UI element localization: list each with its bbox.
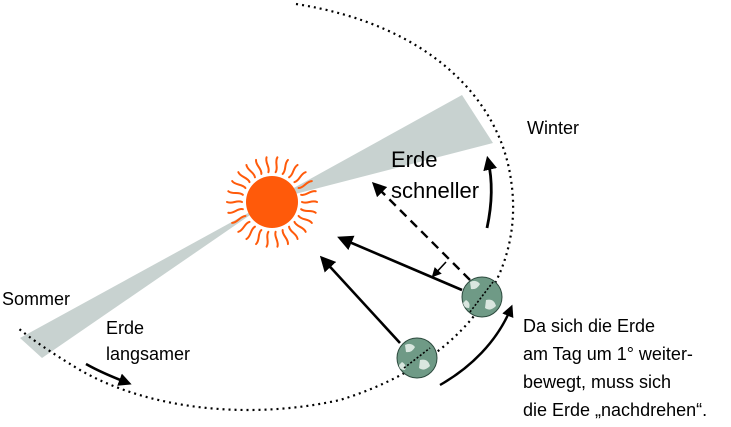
sun-ray (288, 225, 299, 241)
sun-ray (288, 163, 299, 179)
rotation-arrow (439, 304, 514, 387)
sun-ray (255, 229, 263, 246)
sun-ray (265, 156, 270, 174)
note-line-1: Da sich die Erde (523, 316, 655, 336)
erde-langsamer-label-line1: Erde (106, 318, 144, 338)
erde-schneller-label-line1: Erde (391, 147, 437, 172)
sun-ray (265, 230, 270, 248)
earth-direction-arrow-1 (337, 235, 463, 292)
summer-sector (20, 200, 272, 358)
slow-motion-arrow (85, 362, 132, 386)
earth-icon (396, 337, 438, 379)
sun-ray (274, 156, 279, 174)
note-line-4: die Erde „nachdrehen“. (523, 400, 707, 420)
sun-ray (297, 214, 313, 224)
sun-direction-dashed-arrow (371, 181, 471, 281)
sun-ray (301, 200, 318, 204)
sun-ray (245, 163, 256, 179)
note-line-2: am Tag um 1° weiter- (523, 344, 693, 364)
sun-ray (281, 229, 289, 246)
fast-motion-arrow (483, 155, 497, 229)
sun-ray (281, 158, 289, 175)
sun-ray (300, 208, 317, 214)
sun-ray (231, 180, 247, 190)
sommer-label: Sommer (2, 289, 70, 309)
sun-ray (297, 180, 313, 190)
earth-icon (461, 276, 503, 318)
sun-ray (227, 208, 244, 214)
erde-schneller-label-line2: schneller (391, 178, 479, 203)
sun-ray (231, 214, 247, 224)
erde-langsamer-label-line2: langsamer (106, 344, 190, 364)
sun-ray (274, 230, 279, 248)
sun-ray (226, 200, 243, 204)
sun-ray (237, 171, 251, 184)
sun-ray (293, 220, 307, 233)
sun-ray (293, 171, 307, 184)
sun-ray (300, 190, 317, 196)
sun-icon (226, 156, 318, 248)
earth-direction-arrow-2 (319, 255, 401, 344)
winter-label: Winter (527, 118, 579, 138)
small-angle-arrow (431, 261, 447, 278)
sun-ray (245, 225, 256, 241)
sun-ray (227, 190, 244, 196)
winter-sector (272, 95, 493, 200)
note-line-3: bewegt, muss sich (523, 372, 671, 392)
sun-ray (255, 158, 263, 175)
sun-ray (237, 220, 251, 233)
